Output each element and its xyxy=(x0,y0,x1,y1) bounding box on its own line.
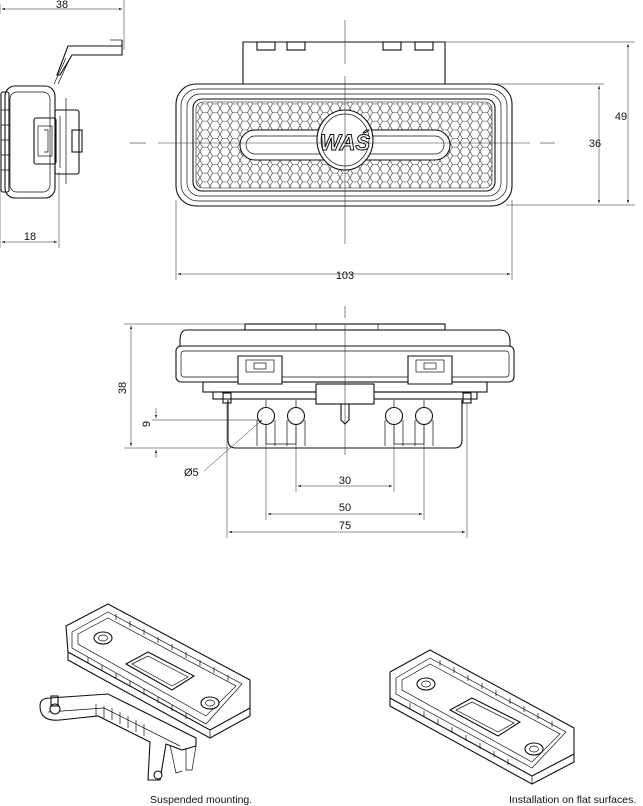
dim-side-width: 38 xyxy=(56,0,68,11)
dim-side-depth: 18 xyxy=(24,231,36,243)
dim-bottom-offset: 9 xyxy=(141,421,153,427)
front-view: WAŚ 103 49 36 xyxy=(130,20,635,282)
side-view: 38 18 xyxy=(0,0,125,248)
iso-suspended-mounting: Suspended mounting. xyxy=(39,603,252,806)
dim-front-height-lens: 36 xyxy=(589,138,601,150)
dim-bottom-outer: 75 xyxy=(339,520,351,532)
bottom-view: 38 9 Ø5 30 50 75 xyxy=(117,306,515,538)
caption-flat: Installation on flat surfaces. xyxy=(509,794,636,806)
dim-hole-diameter: Ø5 xyxy=(184,467,199,479)
dim-front-length: 103 xyxy=(336,270,354,282)
caption-suspended: Suspended mounting. xyxy=(150,794,252,806)
dim-bottom-inner: 30 xyxy=(339,475,351,487)
dim-bottom-height: 38 xyxy=(117,382,129,394)
iso-flat-installation: Installation on flat surfaces. xyxy=(389,649,636,806)
dim-bottom-middle: 50 xyxy=(339,502,351,514)
dim-front-height-total: 49 xyxy=(615,111,627,123)
